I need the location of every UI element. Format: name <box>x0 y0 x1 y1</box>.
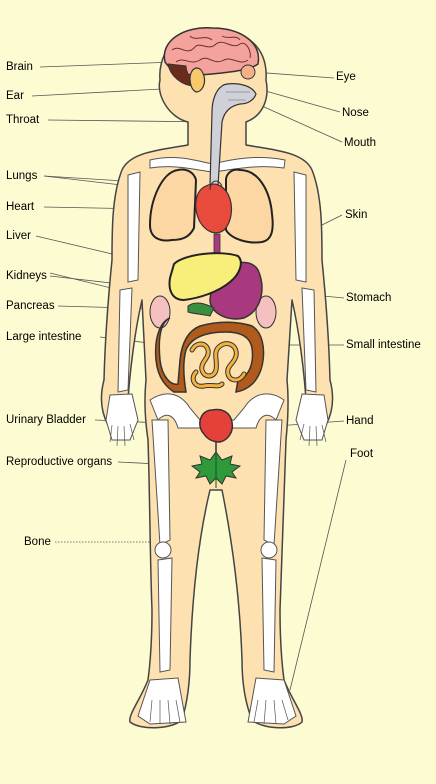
label-stomach: Stomach <box>346 292 392 304</box>
label-large-intestine: Large intestine <box>6 331 82 343</box>
lung-left <box>148 168 198 242</box>
leader-ear <box>31 87 181 97</box>
leader-mouth <box>261 105 343 143</box>
label-hand: Hand <box>346 415 374 427</box>
leader-foot <box>289 459 347 691</box>
small-intestine-shape <box>190 342 246 388</box>
label-eye: Eye <box>336 71 356 83</box>
label-urinary-bladder: Urinary Bladder <box>6 414 86 426</box>
label-ear: Ear <box>6 90 24 102</box>
label-nose: Nose <box>342 107 369 119</box>
knee-left <box>154 541 172 559</box>
bone-forearm-left <box>117 287 133 393</box>
foot-bones-left <box>137 677 187 725</box>
eye-shape <box>240 64 256 80</box>
ear-shape <box>189 67 206 93</box>
brain <box>163 27 260 87</box>
bone-forearm-right <box>301 287 317 393</box>
hand-bones-left <box>105 393 139 441</box>
label-brain: Brain <box>6 61 33 73</box>
hand-bones-right <box>295 393 329 441</box>
lung-right <box>225 168 274 244</box>
kidney-left <box>149 295 171 329</box>
bone-tibia-right <box>261 557 277 673</box>
nasal-passage <box>226 91 250 101</box>
bone-femur-left <box>151 419 171 546</box>
label-foot: Foot <box>350 448 374 460</box>
leader-brain <box>39 61 176 68</box>
foot-bones-right <box>247 677 297 725</box>
bone-tibia-left <box>157 557 173 673</box>
label-heart: Heart <box>6 201 35 213</box>
label-kidneys: Kidneys <box>6 270 47 282</box>
bone-upper-arm-right <box>293 171 307 283</box>
label-pancreas: Pancreas <box>6 300 55 312</box>
label-liver: Liver <box>6 230 31 242</box>
label-throat: Throat <box>6 114 40 126</box>
skeleton <box>105 156 329 725</box>
bladder-shape <box>199 408 234 443</box>
label-skin: Skin <box>345 209 368 221</box>
pelvis <box>149 393 285 429</box>
label-small-intestine: Small intestine <box>346 339 421 351</box>
label-bone: Bone <box>24 536 51 548</box>
knee-right <box>260 541 278 559</box>
label-lungs: Lungs <box>6 170 38 182</box>
label-mouth: Mouth <box>344 137 376 149</box>
heart-shape <box>195 183 233 234</box>
leader-nose <box>261 89 341 113</box>
throat-shape <box>209 83 257 187</box>
kidney-right <box>255 295 277 329</box>
liver-shape <box>168 252 242 302</box>
large-intestine-shape <box>154 317 265 393</box>
pancreas-shape <box>187 302 215 317</box>
finger-lines <box>109 423 327 725</box>
label-reproductive-organs: Reproductive organs <box>6 456 113 468</box>
bone-upper-arm-left <box>127 171 141 283</box>
